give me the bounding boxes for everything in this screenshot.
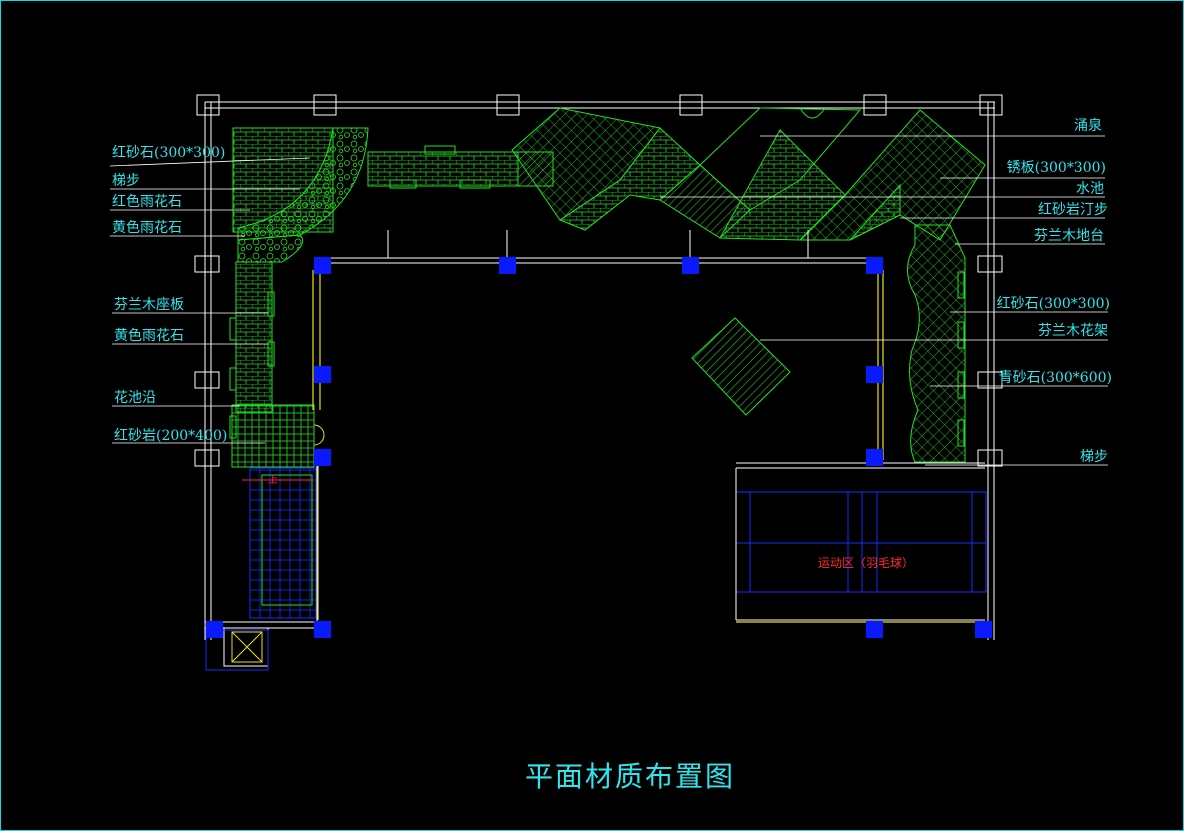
label-red-sandstone-300-right: 红砂石(300*300) xyxy=(996,296,1110,312)
label-steps-right: 梯步 xyxy=(1080,449,1108,465)
label-finnish-wood-bench: 芬兰木座板 xyxy=(114,297,184,313)
label-red-sandstone-200: 红砂岩(200*400) xyxy=(114,428,228,444)
label-red-stepping-stones: 红砂岩汀步 xyxy=(1038,202,1108,218)
label-finnish-wood-deck: 芬兰木地台 xyxy=(1034,228,1104,244)
drawing-title: 平面材质布置图 xyxy=(524,760,735,793)
label-finnish-wood-pergola: 芬兰木花架 xyxy=(1038,323,1108,339)
label-pool: 水池 xyxy=(1076,181,1104,197)
label-yellow-pebbles: 黄色雨花石 xyxy=(114,328,184,344)
label-blue-sandstone: 青砂石(300*600) xyxy=(998,370,1112,386)
label-red-pebbles: 红色雨花石 xyxy=(112,194,182,210)
label-red-sandstone-300: 红砂石(300*300) xyxy=(112,145,226,161)
label-rust-plate: 锈板(300*300) xyxy=(1006,160,1106,176)
label-steps-left: 梯步 xyxy=(112,173,140,189)
label-planter-edge: 花池沿 xyxy=(114,390,156,406)
label-fountain: 涌泉 xyxy=(1074,118,1102,134)
stair-up-label: 上 xyxy=(268,475,278,486)
label-yellow-pebbles-top: 黄色雨花石 xyxy=(112,220,182,236)
sport-area-label: 运动区（羽毛球） xyxy=(817,556,914,570)
